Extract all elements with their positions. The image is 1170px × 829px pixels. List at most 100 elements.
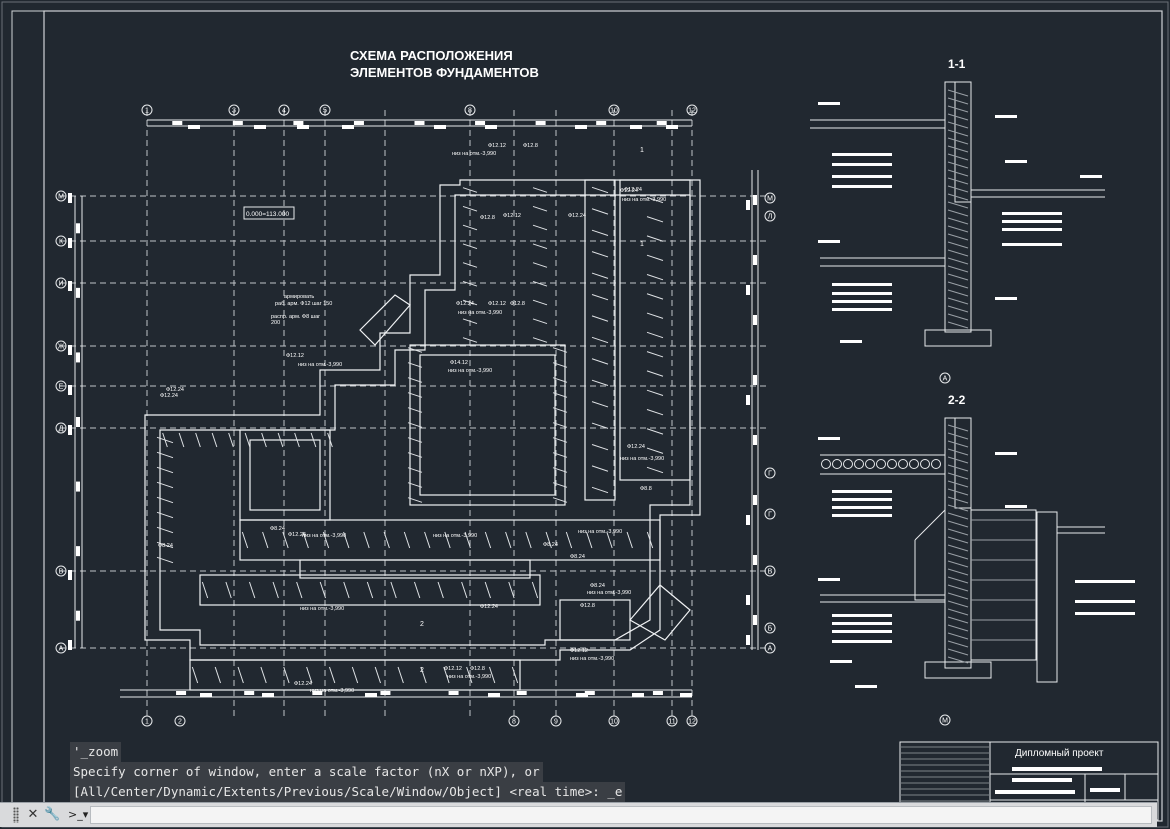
rebar-label: низ на отм.-3,990 (433, 533, 477, 539)
axis-bottom-bubble (141, 715, 153, 727)
rebar-label: Ф12.8 (523, 143, 538, 149)
title-block-project: Дипломный проект (1015, 748, 1104, 759)
section-1-axis-bubble-label: А (943, 376, 948, 383)
note-armir2: раб. арм. Ф12 шаг 150 (275, 301, 332, 307)
close-icon[interactable]: ✕ (27, 807, 39, 822)
axis-right-bubble-label: Г (768, 512, 772, 519)
axis-bottom-bubble (686, 715, 698, 727)
section-2-axis-bubble-label: М (942, 718, 948, 725)
axis-top-bubble (464, 104, 476, 116)
rebar-label: Ф12.24 (288, 532, 306, 538)
axis-right-bubble-label: Г (768, 471, 772, 478)
drag-grip-handle[interactable] (13, 807, 19, 823)
axis-left-bubble-label: К (59, 239, 64, 246)
rebar-label: низ на отм.-3,990 (302, 533, 346, 539)
rebar-label: Ф12.12 (488, 301, 506, 307)
plan-section-mark-2b: 2 (420, 667, 424, 674)
rebar-label: Ф12.12 (570, 648, 588, 654)
section-2-2 (818, 417, 1135, 688)
rebar-label: Ф12.24 (480, 604, 498, 610)
section-1-1-title: 1-1 (948, 57, 966, 71)
note-raspr: распр. арм. Ф8 шаг (271, 314, 320, 320)
axis-right-bubble-label: Л (768, 214, 773, 221)
command-input[interactable] (90, 806, 1152, 824)
rebar-label: низ на отм.-3,990 (578, 529, 622, 535)
command-prompt-icon[interactable]: >_▾ (68, 808, 89, 821)
rebar-label: Ф12.24 (160, 393, 178, 399)
rebar-label: Ф8.24 (270, 526, 285, 532)
note-raspr2: 200 (271, 320, 280, 326)
rebar-label: низ на отм.-3,990 (622, 197, 666, 203)
axis-right-bubble (764, 508, 776, 520)
rebar-label: низ на отм.-3,990 (587, 590, 631, 596)
axis-left-bubble-label: М (58, 194, 64, 201)
axis-bottom-bubble (608, 715, 620, 727)
rebar-label: Ф8.24 (158, 543, 173, 549)
plan-section-mark-2: 2 (420, 621, 424, 628)
axis-left-bubble (55, 277, 67, 289)
rebar-label: Ф12.8 (470, 666, 485, 672)
command-history-line: '_zoom (70, 742, 122, 762)
rebar-label: Ф12.24 (624, 187, 642, 193)
title-line1: СХЕМА РАСПОЛОЖЕНИЯ (350, 48, 513, 63)
axis-bottom-bubble-label: 10 (610, 719, 618, 726)
axis-left-bubble (55, 235, 67, 247)
chevron-down-icon: ▾ (82, 808, 89, 821)
rebar-label: низ на отм.-3,990 (458, 310, 502, 316)
rebar-label: Ф8.24 (543, 542, 558, 548)
rebar-label: Ф12.24 (456, 301, 474, 307)
section-2-2-title: 2-2 (948, 393, 966, 407)
command-history-line: [All/Center/Dynamic/Extents/Previous/Sca… (70, 782, 626, 802)
axis-left-bubble-label: Ж (58, 344, 65, 351)
axis-top-bubble-label: 3 (232, 108, 236, 115)
axis-left-bubble (55, 422, 67, 434)
axis-top-bubble (319, 104, 331, 116)
axis-left-bubble-label: В (59, 569, 64, 576)
title-line2: ЭЛЕМЕНТОВ ФУНДАМЕНТОВ (350, 65, 539, 80)
axis-bottom-bubble-label: 1 (145, 719, 149, 726)
rebar-label: низ на отм.-3,990 (298, 362, 342, 368)
note-armir: армировать (284, 294, 314, 300)
drawing-frame (43, 10, 1163, 822)
foundation-plan (60, 110, 770, 720)
axis-right-bubble (764, 565, 776, 577)
plan-section-mark-1: 1 (640, 147, 644, 154)
customize-wrench-icon[interactable]: 🔧 (44, 807, 61, 822)
axis-top-bubble (141, 104, 153, 116)
rebar-label: Ф12.8 (580, 603, 595, 609)
rebar-label: Ф12.12 (503, 213, 521, 219)
axis-top-bubble-label: 10 (610, 108, 618, 115)
axis-top-bubble-label: 4 (282, 108, 286, 115)
axis-bottom-bubble (508, 715, 520, 727)
axis-bottom-bubble-label: 11 (668, 719, 675, 726)
axis-left-bubble (55, 340, 67, 352)
rebar-label: низ на отм.-3,990 (447, 674, 491, 680)
axis-top-bubble (608, 104, 620, 116)
rebar-label: Ф8.24 (590, 583, 605, 589)
axis-left-bubble (55, 190, 67, 202)
axis-right-bubble-label: А (768, 646, 773, 653)
axis-left-bubble-label: Е (59, 384, 64, 391)
axis-left-bubble (55, 642, 67, 654)
axis-right-bubble-label: Б (768, 626, 773, 633)
rebar-label: Ф12.24 (568, 213, 586, 219)
axis-right-bubble (764, 467, 776, 479)
sheet-frame (11, 10, 1163, 822)
axis-bottom-bubble (174, 715, 186, 727)
axis-right-bubble (764, 642, 776, 654)
axis-left-bubble-label: Д (59, 426, 64, 433)
rebar-label: низ на отм.-3,990 (448, 368, 492, 374)
rebar-label: низ на отм.-3,990 (570, 656, 614, 662)
axis-left-bubble (55, 380, 67, 392)
section-1-1 (810, 81, 1105, 347)
axis-bottom-bubble-label: 12 (688, 719, 696, 726)
command-history-line: Specify corner of window, enter a scale … (70, 762, 543, 782)
axis-top-bubble (228, 104, 240, 116)
plan-section-mark-1b: 1 (640, 241, 644, 248)
rebar-label: Ф12.24 (620, 188, 638, 194)
